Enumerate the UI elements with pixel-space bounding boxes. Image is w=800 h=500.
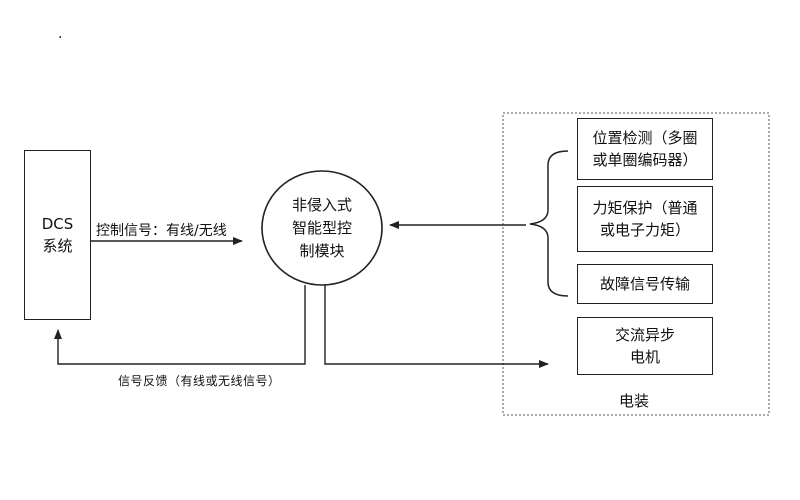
feedback-signal-arrow (54, 285, 306, 365)
module-label: 非侵入式 智能型控 制模块 (291, 196, 352, 260)
feedback-signal-label: 信号反馈（有线或无线信号） (118, 374, 281, 388)
fault-signal-box: 故障信号传输 (577, 264, 713, 304)
ac-motor-box: 交流异步 电机 (577, 317, 713, 375)
stray-mark: . (58, 26, 63, 42)
dcs-system-box: DCS 系统 (24, 150, 91, 320)
electrical-container (502, 112, 770, 416)
electrical-label: 电装 (619, 392, 650, 410)
position-detection-box: 位置检测（多圈 或单圈编码器） (577, 118, 713, 180)
control-signal-label: 控制信号：有线/无线 (96, 223, 227, 239)
torque-protection-box: 力矩保护（普通 或电子力矩） (577, 186, 713, 252)
module-circle (261, 170, 383, 286)
function-group-brace (529, 150, 569, 297)
module-to-motor-arrow (324, 285, 549, 368)
